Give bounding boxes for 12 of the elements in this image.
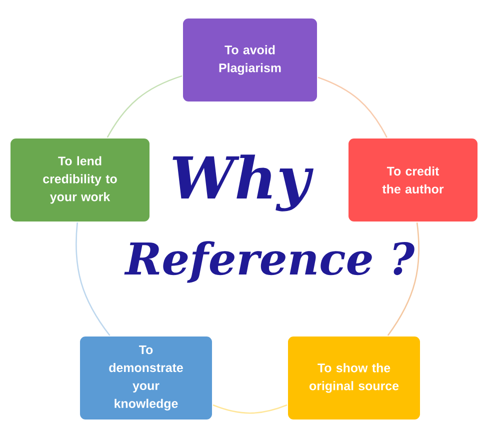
rounded-box: To show the original source bbox=[287, 335, 421, 420]
circle-arc bbox=[387, 222, 420, 336]
circle-arc bbox=[76, 222, 110, 336]
rounded-box: To demonstrate your knowledge bbox=[79, 335, 213, 420]
circle-arc bbox=[106, 75, 182, 138]
rounded-box: To lend credibility to your work bbox=[10, 137, 150, 222]
heading-text: Why bbox=[172, 154, 314, 212]
heading-text: Reference ? bbox=[124, 241, 414, 283]
circle-arc bbox=[212, 404, 288, 414]
rounded-box: To avoid Plagiarism bbox=[182, 18, 318, 102]
rounded-box: To credit the author bbox=[348, 137, 478, 222]
circle-arc bbox=[318, 76, 388, 138]
